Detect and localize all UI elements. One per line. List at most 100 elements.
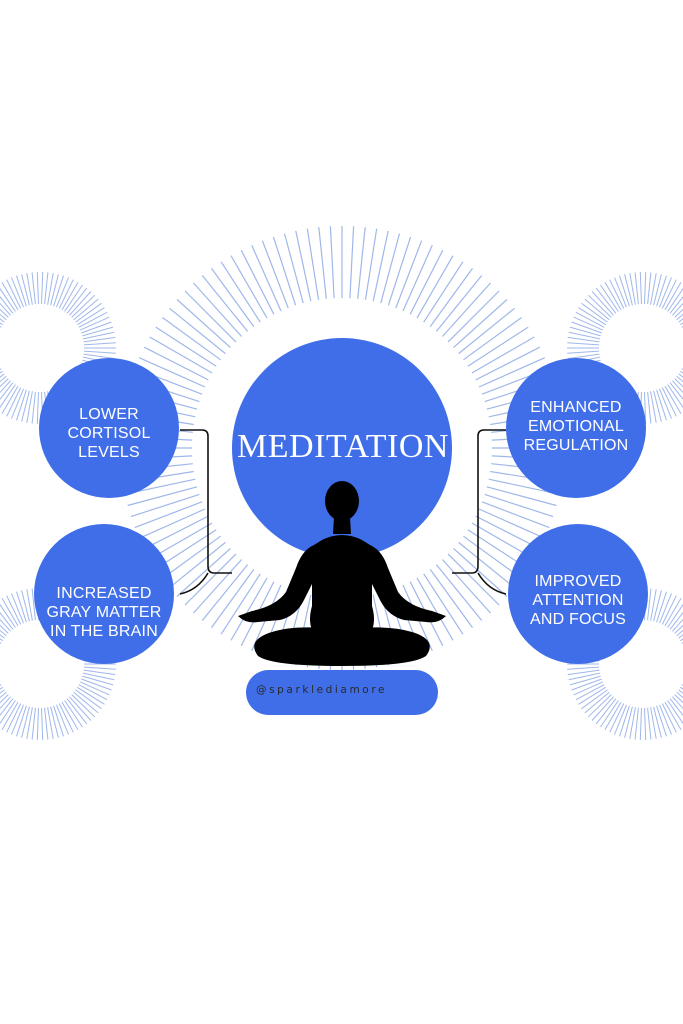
ray-line [0,308,9,318]
ray-line [659,277,672,308]
ray-line [26,589,33,621]
ray-line [656,275,667,307]
meditating-person-icon [238,481,446,666]
ray-line [211,569,255,628]
ray-line [481,501,550,529]
ray-line [0,287,16,312]
ray-line [672,618,683,632]
ray-line [674,308,683,318]
ray-line [402,244,433,312]
ray-line [676,691,683,699]
ray-line [169,307,226,355]
ray-line [318,227,327,299]
ray-line [650,707,657,739]
ray-line [0,698,14,717]
ray-line [349,226,355,299]
ray-line [138,508,206,539]
ray-line [667,384,683,409]
ray-line [661,279,677,309]
benefit-line: INCREASED [56,585,152,602]
ray-line [82,331,115,340]
ray-line [0,382,14,401]
ray-line [0,618,11,632]
ray-line [639,271,642,305]
ray-line [676,375,683,383]
ray-line [423,261,464,323]
ray-line [372,230,389,302]
ray-line [44,707,49,740]
ray-line [329,226,335,299]
ray-line [0,696,11,710]
ray-line [653,706,662,738]
ray-line [53,705,64,737]
ray-line [669,295,683,314]
ray-line [644,391,647,425]
ray-line [66,287,88,314]
ray-line [614,277,627,308]
ray-line [220,261,261,323]
ray-line [661,595,677,625]
benefit-line: IN THE BRAIN [50,623,158,640]
ray-line [591,696,614,721]
ray-line [31,272,36,305]
ray-line [61,281,79,311]
ray-line [395,240,423,309]
ray-line [272,236,297,306]
ray-line [429,268,473,327]
ray-line [0,313,7,321]
ray-line [624,274,633,306]
ray-line [619,705,630,737]
ray-line [664,385,682,415]
ray-line [73,691,99,714]
ray-line [567,669,600,676]
ray-line [0,700,16,725]
ray-line [567,336,600,343]
ray-line [672,302,683,316]
ray-line [656,705,667,737]
ray-line [575,684,605,701]
left-connector-bracket [179,429,232,595]
ray-line [609,703,625,733]
ray-line [661,703,677,733]
ray-line [458,541,515,589]
ray-line [435,275,483,332]
ray-line [453,299,508,349]
ray-line [162,535,221,579]
ray-line [0,634,5,639]
ray-line [667,603,683,628]
ray-line [659,593,672,624]
ray-line [44,272,49,305]
social-handle: @sparklediamore [256,684,388,696]
ray-line [83,353,116,360]
ray-line [130,493,200,518]
ray-line [614,704,627,735]
ray-line [75,302,102,323]
ray-line [595,287,617,314]
ray-line [127,486,198,507]
ray-line [251,244,282,312]
ray-line [447,290,500,343]
ray-line [609,279,625,309]
ray-line [629,273,636,305]
ray-line [50,274,59,306]
ray-line [0,375,7,383]
ray-line [475,346,541,381]
ray-line [16,275,27,307]
benefit-emotional-regulation-text: ENHANCED EMOTIONAL REGULATION [506,398,646,455]
ray-line [220,573,261,635]
benefit-line: IMPROVED [534,573,622,590]
benefit-line: EMOTIONAL [527,418,625,435]
ray-line [1,597,19,627]
ray-line [571,321,602,334]
ray-line [184,290,237,343]
ray-line [416,577,454,641]
ray-line [569,675,601,686]
ray-line [578,686,606,705]
ray-line [79,681,110,696]
ray-line [650,391,657,423]
ray-line [149,336,213,374]
ray-line [674,378,683,388]
ray-line [31,391,36,424]
ray-line [47,273,54,305]
ray-line [656,591,667,623]
